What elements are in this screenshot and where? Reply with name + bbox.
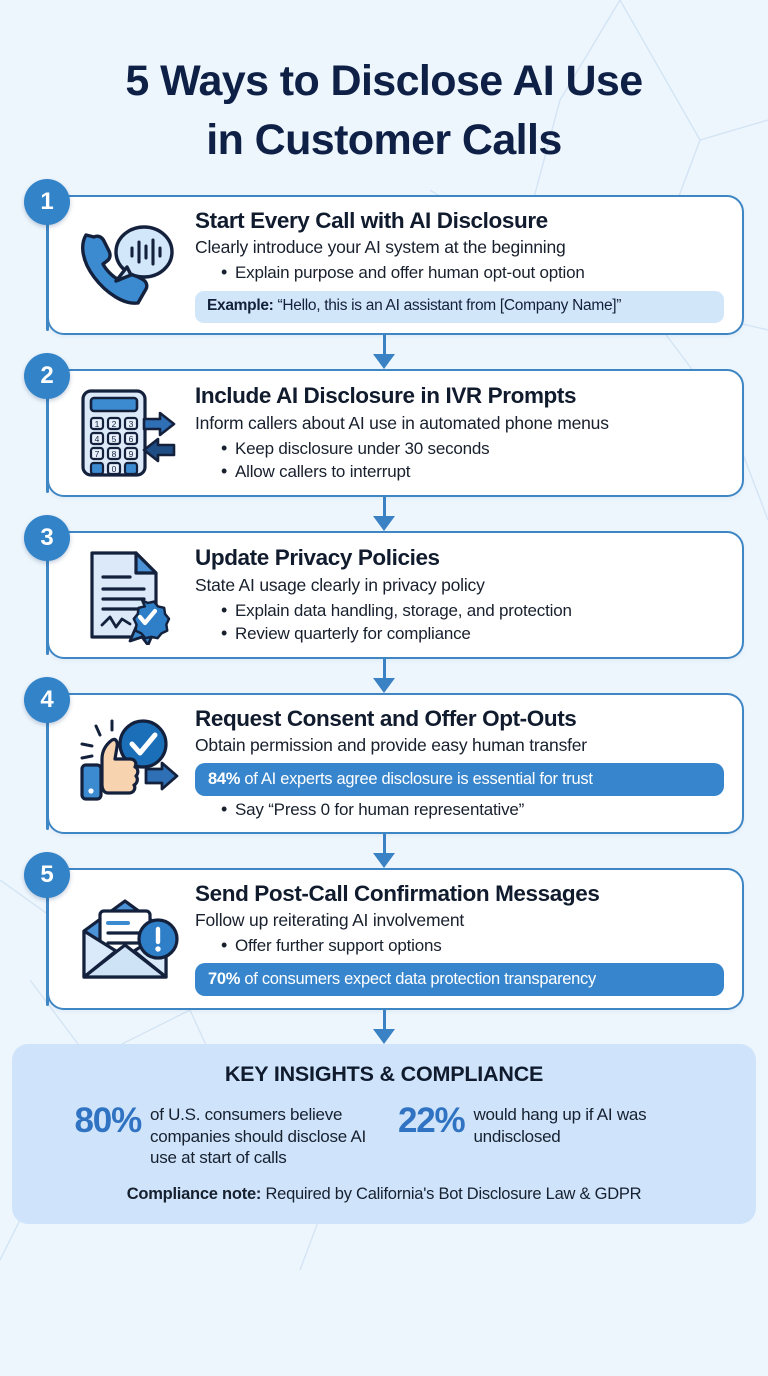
step-item-2: 2 xyxy=(24,352,744,497)
step-rail-1 xyxy=(46,216,49,331)
connector-arrowhead-icon xyxy=(373,515,395,531)
example-pill-lead: Example: xyxy=(207,297,274,315)
list-item: Say “Press 0 for human representative” xyxy=(221,797,724,822)
step-rail-3 xyxy=(46,552,49,655)
step-number-badge-3: 3 xyxy=(24,514,70,561)
svg-text:2: 2 xyxy=(112,419,117,429)
connector-arrowhead-icon xyxy=(373,852,395,868)
connector-arrowhead-icon xyxy=(373,677,395,693)
key-insights-panel: KEY INSIGHTS & COMPLIANCE 80% of U.S. co… xyxy=(12,1044,756,1224)
step-bullets-3: Explain data handling, storage, and prot… xyxy=(195,598,724,647)
envelope-alert-icon xyxy=(57,889,195,989)
page-title: 5 Ways to Disclose AI Use in Customer Ca… xyxy=(0,0,768,179)
step-text-2: Include AI Disclosure in IVR Prompts Inf… xyxy=(195,382,728,485)
step-rail-2 xyxy=(46,390,49,493)
phone-speech-bubble-icon xyxy=(57,215,195,315)
step-title-5: Send Post-Call Confirmation Messages xyxy=(195,880,600,906)
step-item-1: 1 xyxy=(24,178,744,335)
stat-number: 80% xyxy=(74,1101,143,1141)
svg-text:3: 3 xyxy=(129,419,134,429)
step-card-2[interactable]: 1 2 3 4 5 6 7 8 9 0 Include AI Disclosure in I… xyxy=(47,368,744,497)
keypad-arrows-icon: 1 2 3 4 5 6 7 8 9 0 xyxy=(57,383,195,483)
title-line-1: 5 Ways to Disclose AI Use xyxy=(125,57,643,105)
svg-text:1: 1 xyxy=(95,419,100,429)
stat-pill-lead: 70% xyxy=(208,970,241,989)
step-card-1[interactable]: Start Every Call with AI Disclosure Clea… xyxy=(47,194,744,335)
stat-description: of U.S. consumers believe companies shou… xyxy=(150,1105,367,1168)
connector-arrowhead-icon xyxy=(373,353,395,369)
svg-text:6: 6 xyxy=(129,434,134,444)
step-text-4: Request Consent and Offer Opt-Outs Obtai… xyxy=(195,705,728,823)
stat-pill-text: of AI experts agree disclosure is essent… xyxy=(240,770,593,789)
step-number-badge-1: 1 xyxy=(24,178,70,225)
thumbs-up-check-arrow-icon xyxy=(57,713,195,813)
step-title-4: Request Consent and Offer Opt-Outs xyxy=(195,705,577,731)
step-card-4[interactable]: Request Consent and Offer Opt-Outs Obtai… xyxy=(47,692,744,834)
step-text-3: Update Privacy Policies State AI usage c… xyxy=(195,544,728,647)
stat-pill-5: 70% of consumers expect data protection … xyxy=(195,963,724,997)
svg-text:4: 4 xyxy=(95,434,100,444)
stat-pill-lead: 84% xyxy=(208,770,241,789)
connector-arrow-5-footer xyxy=(24,1010,744,1045)
svg-text:5: 5 xyxy=(112,434,117,444)
step-title-1: Start Every Call with AI Disclosure xyxy=(195,207,548,233)
connector-arrowhead-icon xyxy=(373,1029,395,1045)
footer-stats-row: 80% of U.S. consumers believe companies … xyxy=(34,1101,734,1168)
example-pill-1: Example: “Hello, this is an AI assistant… xyxy=(195,291,724,323)
step-card-5[interactable]: Send Post-Call Confirmation Messages Fol… xyxy=(47,867,744,1011)
compliance-note-text: Required by California's Bot Disclosure … xyxy=(261,1184,642,1203)
svg-text:0: 0 xyxy=(112,464,117,474)
step-bullets-4: Say “Press 0 for human representative” xyxy=(195,797,724,822)
step-bullets-2: Keep disclosure under 30 seconds Allow c… xyxy=(195,436,724,485)
step-number-badge-2: 2 xyxy=(24,352,70,399)
step-title-2: Include AI Disclosure in IVR Prompts xyxy=(195,383,577,409)
list-item: Explain data handling, storage, and prot… xyxy=(221,598,724,623)
list-item: Keep disclosure under 30 seconds xyxy=(221,436,724,461)
stat-pill-text: of consumers expect data protection tran… xyxy=(240,970,596,989)
list-item: Explain purpose and offer human opt-out … xyxy=(221,260,724,285)
step-bullets-5: Offer further support options xyxy=(195,933,724,958)
step-subtitle-4: Obtain permission and provide easy human… xyxy=(195,735,587,756)
compliance-note: Compliance note: Required by California'… xyxy=(34,1185,734,1204)
step-number-badge-4: 4 xyxy=(24,676,70,723)
connector-arrow-4-5 xyxy=(24,833,744,868)
connector-arrow-1-2 xyxy=(24,334,744,369)
connector-arrow-3-4 xyxy=(24,658,744,693)
stat-number: 22% xyxy=(398,1101,466,1141)
steps-list: 1 xyxy=(0,178,768,1045)
list-item: Allow callers to interrupt xyxy=(221,459,724,484)
stat-description: would hang up if AI was undisclosed xyxy=(473,1105,647,1146)
list-item: Offer further support options xyxy=(221,933,724,958)
step-text-1: Start Every Call with AI Disclosure Clea… xyxy=(195,207,728,323)
list-item: Review quarterly for compliance xyxy=(221,621,724,646)
step-title-3: Update Privacy Policies xyxy=(195,545,440,571)
stat-pill-4: 84% of AI experts agree disclosure is es… xyxy=(195,763,724,797)
svg-text:7: 7 xyxy=(95,449,100,459)
step-text-5: Send Post-Call Confirmation Messages Fol… xyxy=(195,880,728,999)
step-subtitle-5: Follow up reiterating AI involvement xyxy=(195,910,465,931)
connector-arrow-2-3 xyxy=(24,496,744,531)
step-item-3: 3 xyxy=(24,514,744,659)
step-rail-5 xyxy=(46,889,49,1007)
step-rail-4 xyxy=(46,714,49,830)
stat-block-1: 80% of U.S. consumers believe companies … xyxy=(75,1101,370,1168)
svg-text:9: 9 xyxy=(129,449,134,459)
step-subtitle-1: Clearly introduce your AI system at the … xyxy=(195,237,566,258)
svg-text:8: 8 xyxy=(112,449,117,459)
step-subtitle-3: State AI usage clearly in privacy policy xyxy=(195,574,485,595)
title-line-2: in Customer Calls xyxy=(206,116,562,165)
document-certificate-icon xyxy=(57,545,195,645)
example-pill-text: “Hello, this is an AI assistant from [Co… xyxy=(273,297,622,315)
footer-title: KEY INSIGHTS & COMPLIANCE xyxy=(224,1062,544,1087)
step-card-3[interactable]: Update Privacy Policies State AI usage c… xyxy=(47,530,744,659)
stat-block-2: 22% would hang up if AI was undisclosed xyxy=(398,1101,693,1168)
step-subtitle-2: Inform callers about AI use in automated… xyxy=(195,412,609,433)
step-bullets-1: Explain purpose and offer human opt-out … xyxy=(195,260,724,285)
compliance-note-lead: Compliance note: xyxy=(126,1184,262,1203)
step-item-4: 4 xyxy=(24,676,744,834)
step-number-badge-5: 5 xyxy=(24,851,70,898)
step-item-5: 5 xyxy=(24,851,744,1011)
